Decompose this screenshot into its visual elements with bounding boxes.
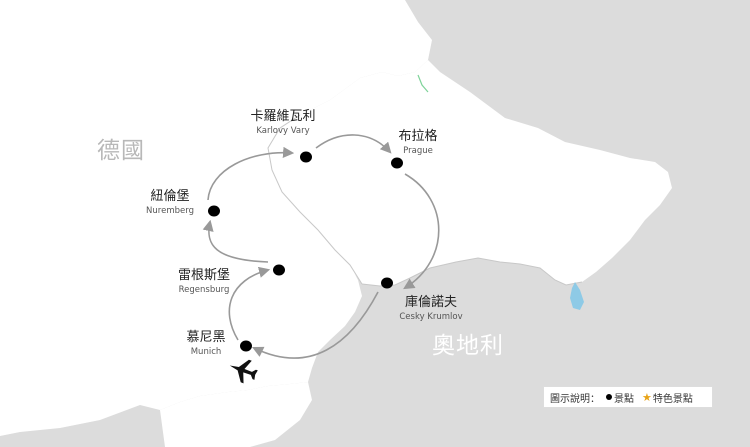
city-name-en: Regensburg [178, 284, 230, 295]
route-karlovy-prague [315, 134, 392, 154]
city-name-zh: 布拉格 [398, 129, 438, 144]
marker-cesky-krumlov [381, 277, 393, 289]
germany-region [0, 0, 432, 436]
city-name-zh: 雷根斯堡 [177, 268, 231, 283]
city-label-karlovy-vary: 卡羅維瓦利 Karlovy Vary [250, 109, 316, 137]
city-name-en: Munich [190, 346, 222, 357]
city-label-munich: 慕尼黑 Munich [186, 330, 226, 358]
airplane-icon [229, 359, 258, 384]
marker-nuremberg [208, 205, 220, 217]
city-name-zh: 紐倫堡 [150, 189, 190, 204]
city-name-en: Prague [403, 145, 433, 156]
city-label-regensburg: 雷根斯堡 Regensburg [177, 268, 231, 296]
legend-spot-label: 景點 [614, 393, 634, 405]
city-name-en: Karlovy Vary [256, 125, 310, 136]
marker-regensburg [273, 264, 285, 276]
route-regensburg-nuremberg [202, 219, 269, 263]
city-label-prague: 布拉格 Prague [398, 129, 438, 157]
city-name-zh: 庫倫諾夫 [404, 295, 457, 310]
black-dot-icon [606, 394, 612, 400]
city-name-en: Cesky Krumlov [399, 311, 463, 322]
marker-prague [391, 157, 403, 169]
route-nuremberg-karlovy [207, 146, 295, 201]
star-icon: ★ [642, 390, 652, 404]
lake-icon [570, 282, 584, 310]
country-label-germany: 德國 [97, 138, 145, 164]
country-label-czech: 捷克 [550, 196, 598, 222]
border-detail [417, 74, 429, 93]
city-name-zh: 卡羅維瓦利 [250, 109, 316, 124]
legend-title: 圖示說明： [550, 393, 600, 405]
route-prague-krumlov [403, 173, 440, 290]
country-label-austria: 奧地利 [432, 333, 504, 359]
route-lines [202, 134, 440, 359]
route-krumlov-munich [251, 291, 379, 359]
marker-munich [240, 340, 252, 352]
city-label-nuremberg: 紐倫堡 Nuremberg [146, 189, 194, 217]
marker-karlovy-vary [300, 151, 312, 163]
country-borders [267, 114, 583, 287]
city-name-zh: 慕尼黑 [186, 330, 226, 345]
czech-region [268, 60, 672, 286]
legend-special-label: 特色景點 [652, 393, 693, 405]
city-label-cesky-krumlov: 庫倫諾夫 Cesky Krumlov [399, 295, 463, 323]
map-legend: 圖示說明： 景點 ★ 特色景點 [543, 386, 713, 408]
city-markers [208, 151, 403, 352]
city-name-en: Nuremberg [146, 205, 194, 216]
route-munich-regensburg [228, 266, 271, 341]
southern-land [160, 382, 312, 447]
